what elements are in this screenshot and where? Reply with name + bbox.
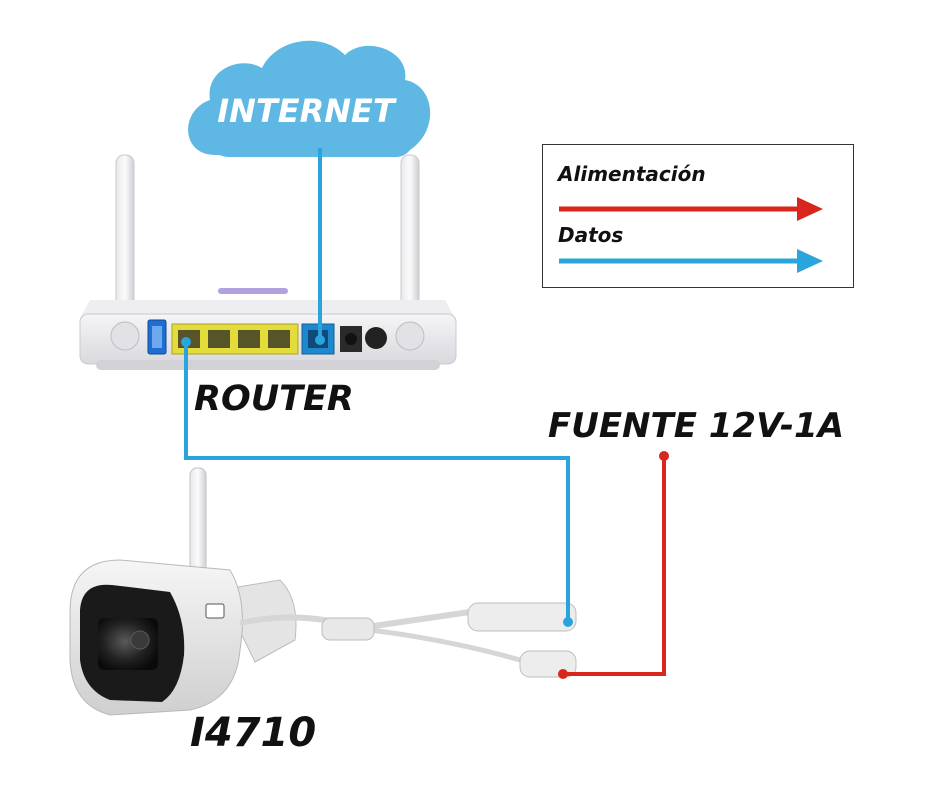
internet-label: INTERNET [217,92,397,130]
legend-data-arrow-icon [559,249,823,273]
router-device [79,154,457,370]
router-label: ROUTER [194,379,354,419]
legend-power-label: Alimentación [558,162,706,186]
power-supply-label: FUENTE 12V-1A [548,406,844,446]
internet-cloud-icon [188,40,431,157]
camera-label: I4710 [190,710,316,756]
legend: Alimentación Datos [542,144,854,288]
legend-power-arrow-icon [559,197,823,221]
camera-data-line [184,342,570,622]
power-cables [558,451,669,679]
power-line [563,456,666,676]
camera-device [69,467,577,716]
legend-data-label: Datos [558,223,624,247]
data-cables [181,148,573,627]
